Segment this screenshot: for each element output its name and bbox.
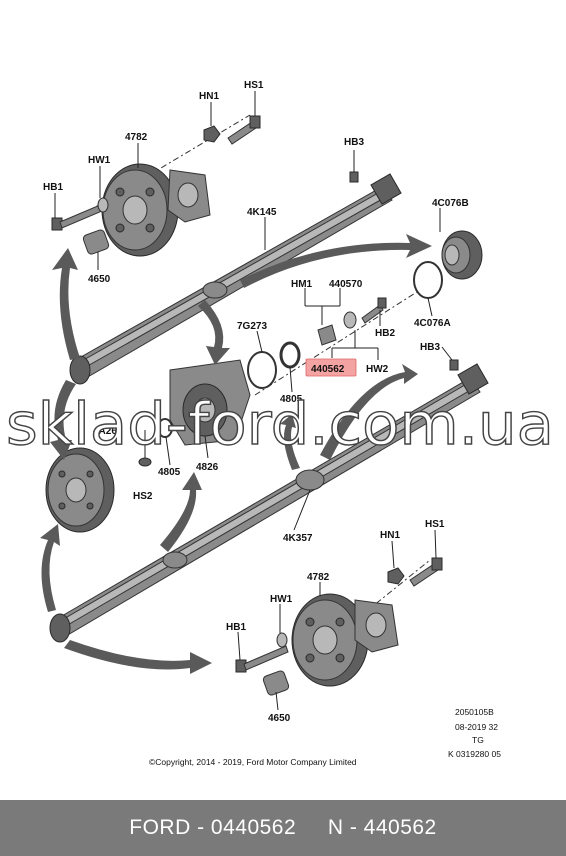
label-4a263: 4A263 [93, 426, 123, 437]
bush-4650-bottom [262, 670, 290, 696]
parts-diagram: HN1 HS1 4782 HW1 HB1 4650 HB3 4K145 4C07… [5, 80, 554, 767]
label-4782-bottom: 4782 [307, 572, 330, 583]
ring-7g273 [247, 351, 277, 389]
bolt-hb3-mid [441, 346, 459, 371]
label-4c076b: 4C076B [432, 198, 469, 209]
label-hb1-bottom: HB1 [226, 622, 246, 633]
label-4c076a: 4C076A [414, 318, 451, 329]
label-hb3-mid: HB3 [420, 342, 440, 353]
arrow-to-bottom-coupling [64, 640, 212, 674]
label-hs1-top: HS1 [244, 80, 264, 91]
bolt-hs1-bottom [409, 557, 443, 587]
watermark: sklad-ford.com.ua [6, 390, 554, 458]
label-440562[interactable]: 440562 [311, 364, 345, 375]
bush-4650-top [82, 229, 110, 255]
footer-part-numbers: FORD - 0440562 N - 440562 [129, 816, 437, 839]
bracket-hm1 [317, 324, 337, 346]
bolt-hs1-top [227, 115, 261, 145]
nut-hn1-top [203, 125, 221, 143]
washer-hw1-top [97, 197, 109, 213]
label-hn1-bottom: HN1 [380, 530, 400, 541]
arrow-up-from-lower [40, 524, 60, 612]
label-4650-bottom: 4650 [268, 713, 291, 724]
washer-hw1-bottom [276, 632, 288, 648]
centre-bearing-4826 [169, 359, 251, 446]
label-hn1-top: HN1 [199, 91, 219, 102]
label-4782-top: 4782 [125, 132, 148, 143]
flex-coupling-4a263 [45, 447, 115, 533]
arrow-small-joint [280, 414, 300, 470]
label-hw2: HW2 [366, 364, 389, 375]
diagram-code-4: K 0319280 05 [448, 749, 501, 759]
label-hb2: HB2 [375, 328, 395, 339]
washer-440570 [343, 311, 357, 329]
bolt-hb1-bottom [235, 645, 289, 673]
diagram-code-1: 2050105B [455, 707, 494, 717]
footer-bar: FORD - 0440562 N - 440562 [0, 800, 566, 856]
label-4k145: 4K145 [247, 207, 277, 218]
label-hw1-top: HW1 [88, 155, 111, 166]
label-4k357: 4K357 [283, 533, 313, 544]
bolt-hs2 [138, 430, 152, 467]
nut-hn1-bottom [387, 567, 405, 585]
label-4650-top: 4650 [88, 274, 111, 285]
label-hm1: HM1 [291, 279, 313, 290]
label-hs1-bottom: HS1 [425, 519, 445, 530]
boot-4c076b [441, 230, 483, 280]
bolt-hb2 [361, 297, 387, 324]
arrow-to-shaft-joint [160, 472, 202, 552]
arrow-to-lower-shaft [320, 364, 418, 460]
seal-4805-lower [157, 418, 173, 438]
label-4805-lower: 4805 [158, 467, 181, 478]
bolt-hb3-top [349, 150, 359, 183]
label-4826: 4826 [196, 462, 219, 473]
arrow-to-boot [240, 234, 432, 288]
arrow-down-to-bearing [198, 300, 230, 365]
label-hs2: HS2 [133, 491, 153, 502]
driveshaft-4k145 [69, 173, 402, 385]
flex-coupling-4782-top [101, 163, 211, 257]
label-hw1-bottom: HW1 [270, 594, 293, 605]
label-4805-upper: 4805 [280, 394, 303, 405]
bolt-hb1-top [51, 204, 103, 231]
label-7g273: 7G273 [237, 321, 267, 332]
diagram-code-3: TG [472, 735, 484, 745]
label-hb1-top: HB1 [43, 182, 63, 193]
flex-coupling-4782-bottom [291, 593, 399, 687]
copyright: ©Copyright, 2014 - 2019, Ford Motor Comp… [149, 757, 357, 767]
arrow-down-to-coupling [50, 380, 76, 460]
arrow-up-left [52, 248, 80, 360]
diagram-code-2: 08-2019 32 [455, 722, 498, 732]
ring-4c076a [413, 261, 443, 299]
seal-4805-upper [279, 341, 301, 369]
label-440570: 440570 [329, 279, 363, 290]
driveshaft-4k357 [49, 363, 489, 643]
label-hb3-top: HB3 [344, 137, 364, 148]
highlight-440562 [305, 358, 357, 377]
